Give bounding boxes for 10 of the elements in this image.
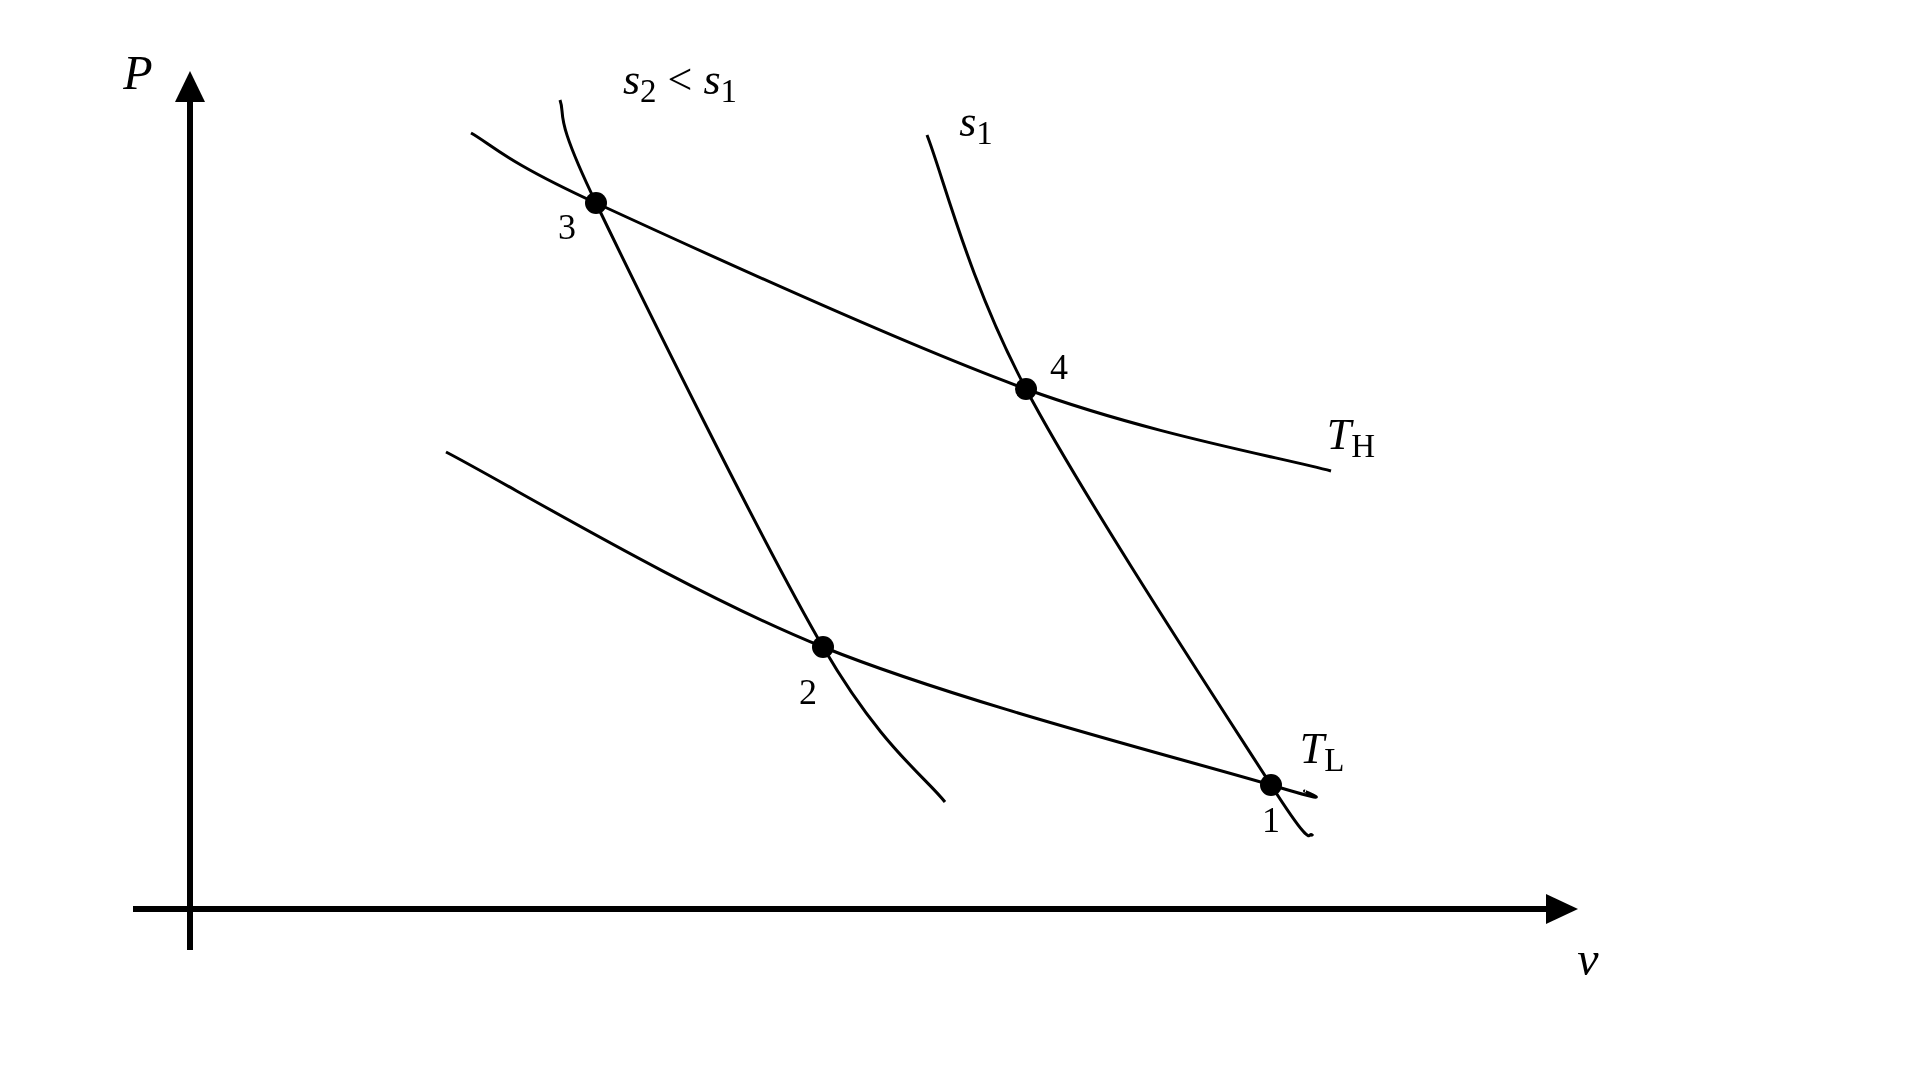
axis-label: s$_{1}$ <box>959 100 993 144</box>
axis-label: 2 <box>799 674 817 710</box>
axis-label: P <box>123 49 153 97</box>
axis-label: v <box>1577 935 1599 983</box>
axis-label: T$_{H}$ <box>1326 413 1376 457</box>
axis-label: 3 <box>558 209 576 245</box>
axis-label: T$_{L}$ <box>1299 727 1345 771</box>
axis-label: 4 <box>1050 349 1068 385</box>
axis-label: s$_{2}$ < s$_{1}$ <box>622 58 738 102</box>
axis-label: 1 <box>1262 802 1280 838</box>
